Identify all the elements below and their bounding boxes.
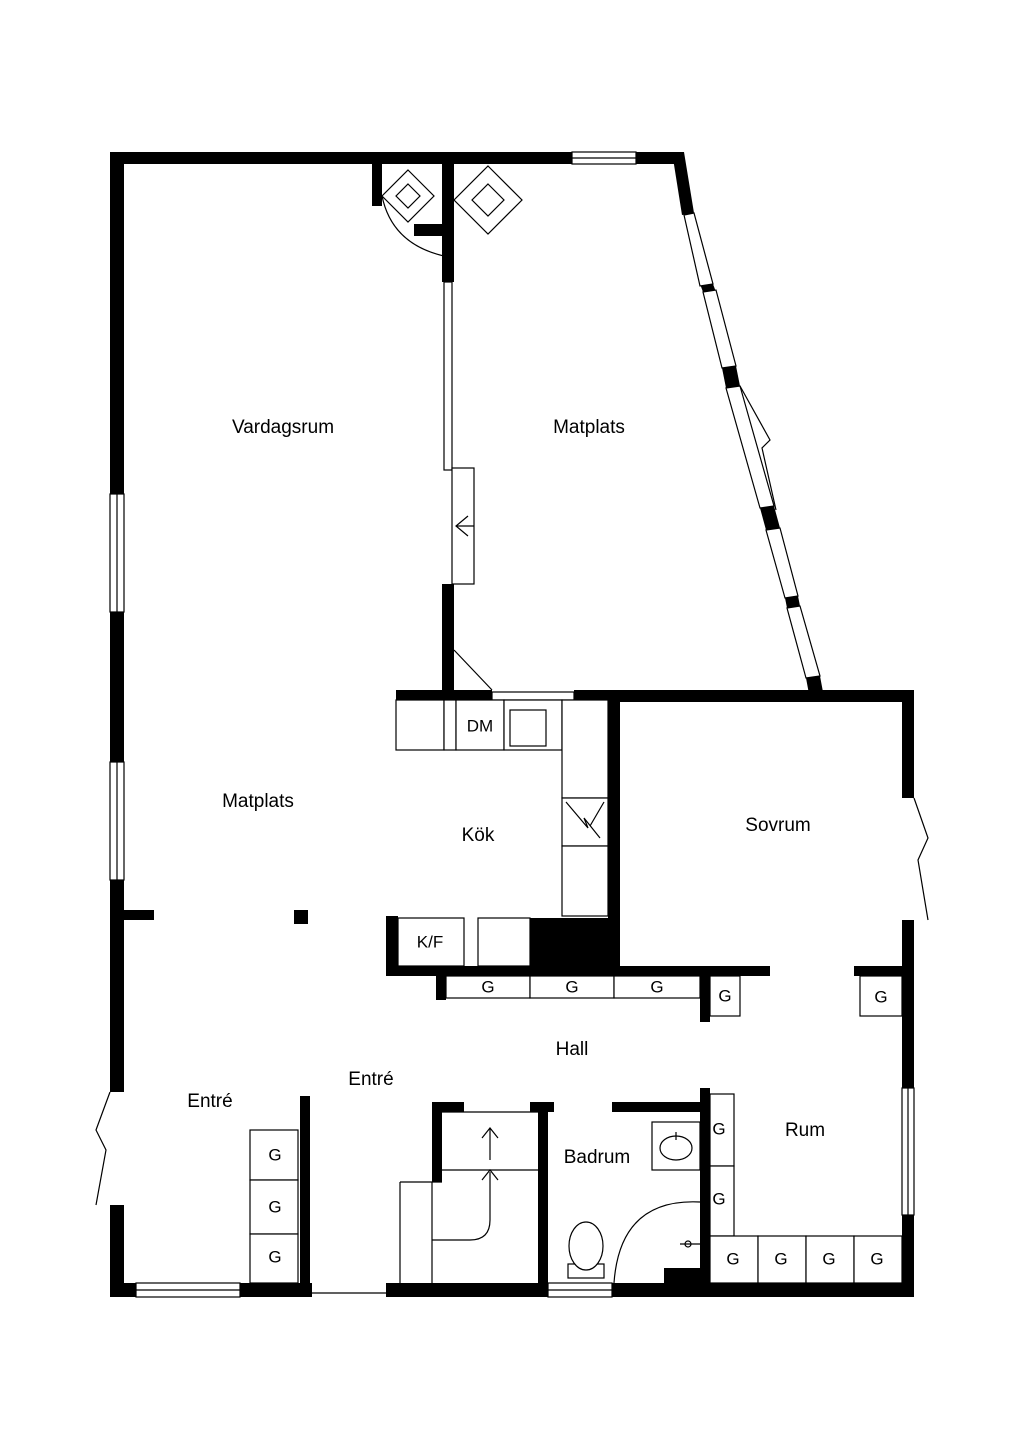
fixture-labels: DM K/F G G G G G G G G G G G G G G xyxy=(268,716,887,1268)
fireplace-icon xyxy=(381,165,523,257)
windows xyxy=(109,151,915,1298)
label-matplats-top: Matplats xyxy=(553,417,625,438)
label-entre-center: Entré xyxy=(348,1069,393,1090)
wardrobe-label: G xyxy=(650,977,663,996)
wardrobes xyxy=(249,975,903,1284)
sink-icon xyxy=(509,709,547,747)
walls xyxy=(110,152,914,1297)
fridge-freezer xyxy=(397,917,465,967)
wardrobe-label: G xyxy=(712,1189,725,1208)
washbasin-icon xyxy=(651,1121,701,1171)
stairs-icon xyxy=(399,1111,538,1283)
label-kf: K/F xyxy=(417,932,443,951)
label-entre-left: Entré xyxy=(187,1091,232,1112)
doors xyxy=(95,281,929,1294)
wardrobe-label: G xyxy=(870,1249,883,1268)
wardrobe-label: G xyxy=(481,977,494,996)
kitchen-counters xyxy=(395,699,609,967)
wardrobe-label: G xyxy=(268,1145,281,1164)
wardrobe-label: G xyxy=(718,986,731,1005)
label-matplats-left: Matplats xyxy=(222,791,294,812)
wardrobe-label: G xyxy=(774,1249,787,1268)
wardrobe-label: G xyxy=(268,1247,281,1266)
room-labels: Vardagsrum Matplats Matplats Kök Sovrum … xyxy=(187,417,825,1168)
label-rum: Rum xyxy=(785,1120,825,1141)
wardrobe-label: G xyxy=(565,977,578,996)
wardrobe-label: G xyxy=(268,1197,281,1216)
label-vardagsrum: Vardagsrum xyxy=(232,417,334,438)
label-kok: Kök xyxy=(462,825,495,846)
wardrobe-label: G xyxy=(874,987,887,1006)
label-badrum: Badrum xyxy=(564,1147,631,1168)
label-sovrum: Sovrum xyxy=(745,815,810,836)
wardrobe-label: G xyxy=(726,1249,739,1268)
wardrobe-label: G xyxy=(712,1119,725,1138)
angled-wall xyxy=(672,152,823,694)
label-hall: Hall xyxy=(556,1039,589,1060)
bathroom-fixtures xyxy=(567,1121,701,1284)
label-dm: DM xyxy=(467,716,493,735)
wardrobe-label: G xyxy=(822,1249,835,1268)
dishwasher xyxy=(455,699,505,751)
